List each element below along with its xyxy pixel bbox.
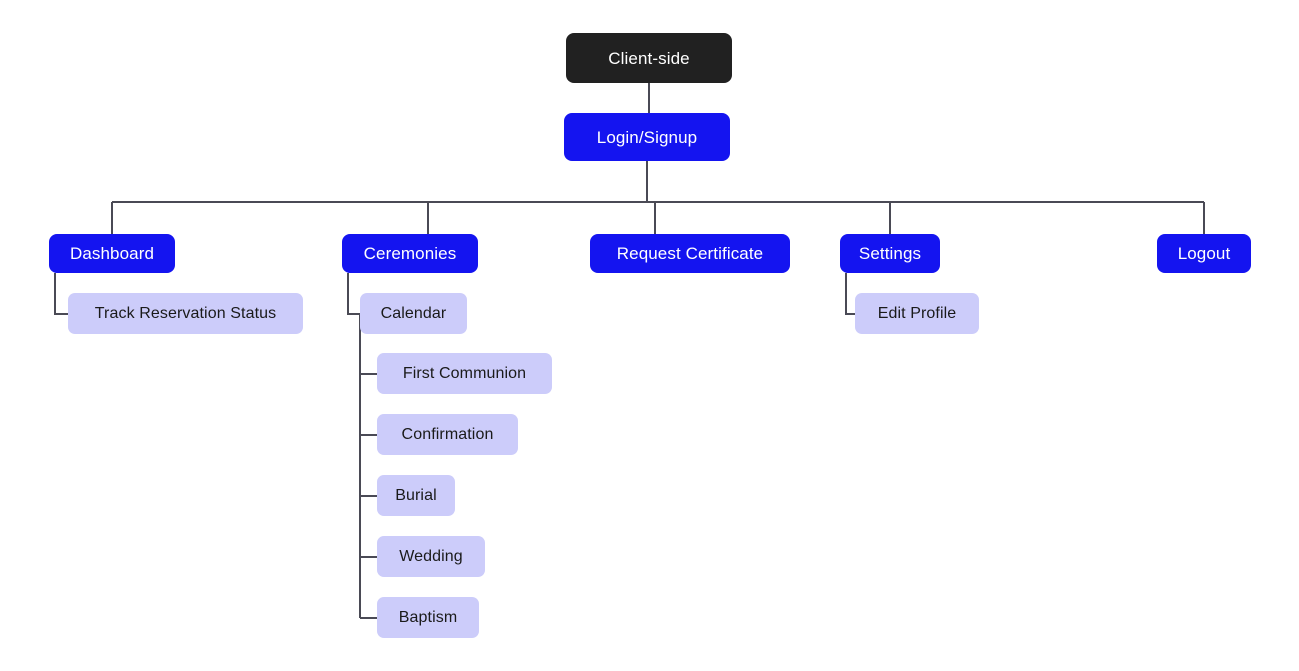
node-confirmation[interactable]: Confirmation xyxy=(377,414,518,455)
node-wedding[interactable]: Wedding xyxy=(377,536,485,577)
node-label-wedding: Wedding xyxy=(399,547,463,565)
node-label-confirmation: Confirmation xyxy=(401,425,494,443)
node-label-dashboard: Dashboard xyxy=(69,244,155,263)
node-label-client-side: Client-side xyxy=(608,48,690,68)
node-logout[interactable]: Logout xyxy=(1157,234,1251,273)
node-label-logout: Logout xyxy=(1177,244,1231,263)
node-label-edit-profile: Edit Profile xyxy=(877,304,957,322)
node-burial[interactable]: Burial xyxy=(377,475,455,516)
node-label-track-reservation-status: Track Reservation Status xyxy=(94,304,277,322)
node-settings[interactable]: Settings xyxy=(840,234,940,273)
node-label-baptism: Baptism xyxy=(398,608,458,626)
node-label-ceremonies: Ceremonies xyxy=(363,244,457,263)
node-baptism[interactable]: Baptism xyxy=(377,597,479,638)
node-login-signup[interactable]: Login/Signup xyxy=(564,113,730,161)
node-label-burial: Burial xyxy=(395,486,437,504)
node-ceremonies[interactable]: Ceremonies xyxy=(342,234,478,273)
node-first-communion[interactable]: First Communion xyxy=(377,353,552,394)
node-client-side[interactable]: Client-side xyxy=(566,33,732,83)
node-label-request-certificate: Request Certificate xyxy=(616,244,764,263)
node-track-reservation-status[interactable]: Track Reservation Status xyxy=(68,293,303,334)
edge-ceremonies-to-calendar xyxy=(347,273,360,315)
node-dashboard[interactable]: Dashboard xyxy=(49,234,175,273)
node-label-settings: Settings xyxy=(858,244,922,263)
edge-dashboard-to-track-reservation-status xyxy=(54,273,68,315)
node-label-calendar: Calendar xyxy=(380,304,447,322)
node-edit-profile[interactable]: Edit Profile xyxy=(855,293,979,334)
node-calendar[interactable]: Calendar xyxy=(360,293,467,334)
node-label-login-signup: Login/Signup xyxy=(596,127,698,147)
node-label-first-communion: First Communion xyxy=(402,364,527,382)
node-request-certificate[interactable]: Request Certificate xyxy=(590,234,790,273)
